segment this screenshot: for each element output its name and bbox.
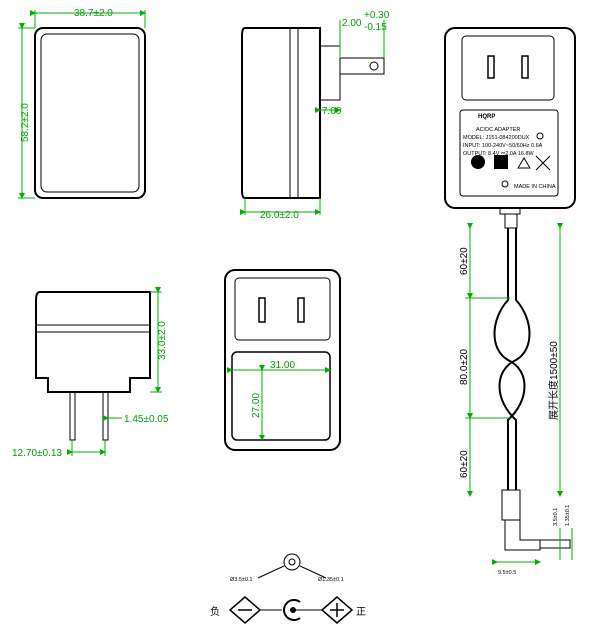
polarity-positive: 正 — [356, 607, 366, 618]
label-view — [444, 27, 576, 229]
cable-top-dim: 60±20 — [459, 247, 470, 275]
face-height-dim: 27.00 — [251, 393, 262, 418]
cable-mid-dim: 80.0±20 — [459, 348, 470, 385]
bottom-height-dim: 33.0±2.0 — [157, 321, 168, 360]
polarity-negative: 负 — [210, 605, 220, 618]
label-line4: OUTPUT: 8.4V ⎓2.0A 16.8W — [463, 151, 535, 157]
label-line1: AC/DC ADAPTER — [476, 127, 520, 133]
front-view — [18, 10, 146, 199]
side-view — [240, 20, 385, 215]
bottom-view — [35, 287, 162, 456]
cable-bottom-dim: 60±20 — [459, 450, 470, 478]
pin-spacing-dim: 12.70±0.13 — [12, 448, 62, 459]
polarity-diagram — [228, 553, 354, 624]
face-width-dim: 31.00 — [270, 360, 295, 371]
plug-length-dim: 9.5±0.5 — [498, 570, 516, 576]
plug-od-dim: 3.5±0.1 — [553, 508, 559, 526]
cable-total-dim: 展开长度1500±50 — [547, 341, 560, 420]
label-line3: INPUT: 100-240V~50/60Hz 0.6A — [463, 143, 543, 149]
side-depth-dim: 26.0±2.0 — [260, 210, 299, 221]
pin-thickness-dim: 1.45±0.05 — [124, 414, 169, 425]
label-made-in: MADE IN CHINA — [514, 184, 556, 190]
front-width-dim: 38.7±2.0 — [74, 8, 113, 19]
label-brand: HQRP — [478, 114, 495, 120]
cable-view — [465, 223, 573, 565]
pin-tol-plus: +0.30 — [364, 10, 390, 21]
pin-length-dim: 7.00 — [322, 106, 342, 117]
pin-offset-dim: 2.00 — [342, 18, 362, 29]
pin-tol-minus: -0.15 — [364, 22, 387, 33]
face-view — [224, 269, 341, 451]
polarity-od: Ø3.5±0.1 — [230, 577, 253, 583]
polarity-id: Ø1.35±0.1 — [318, 577, 344, 583]
plug-id-dim: 1.35±0.1 — [565, 505, 571, 526]
label-line2: MODEL: J151-084200DUX — [463, 135, 530, 141]
front-height-dim: 58.2±2.0 — [20, 103, 31, 142]
